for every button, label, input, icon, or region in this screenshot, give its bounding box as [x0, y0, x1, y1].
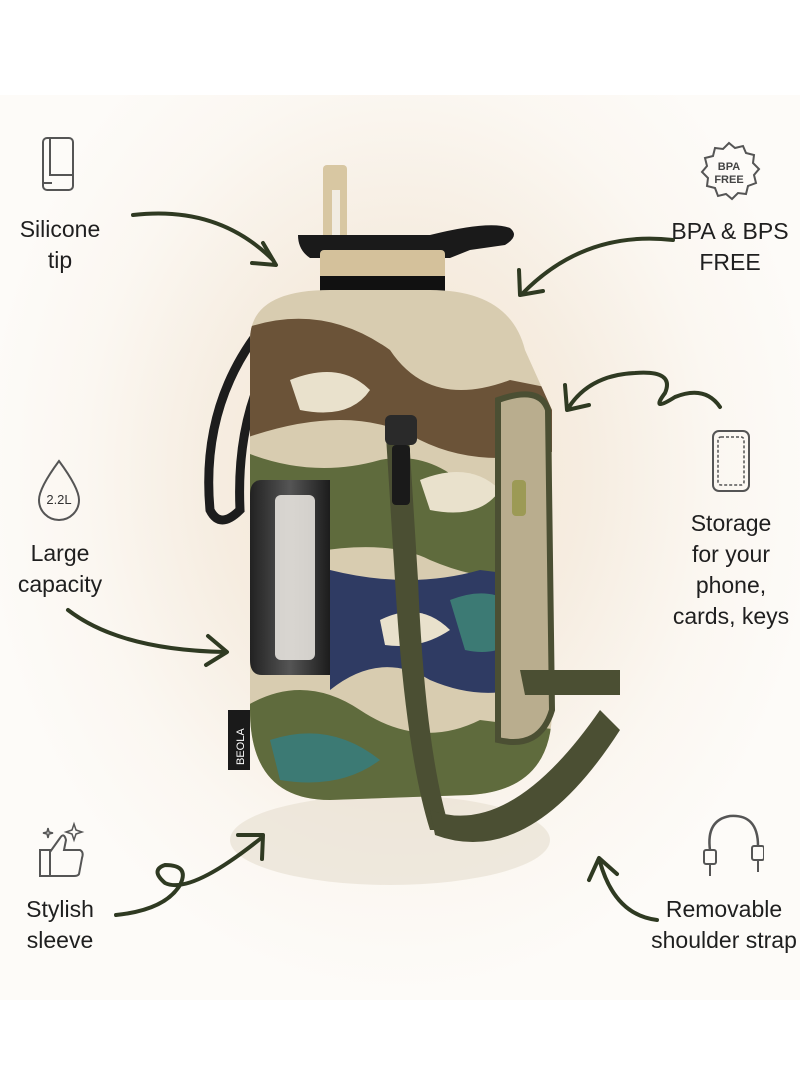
- silicone-tip-label: Silicone tip: [19, 216, 101, 273]
- removable-strap-label: Removable shoulder strap: [651, 896, 797, 953]
- water-bottle-image: BEOLA: [204, 165, 620, 885]
- water-drop-icon: 2.2L: [37, 459, 81, 521]
- storage-label: Storage for your phone, cards, keys: [672, 510, 790, 629]
- bpa-free-label: BPA & BPS FREE: [671, 218, 789, 275]
- thumbs-up-icon: [39, 821, 85, 877]
- silicone-tip-icon: [42, 137, 74, 191]
- stylish-sleeve-label: Stylish sleeve: [26, 896, 94, 953]
- brand-tag-text: BEOLA: [235, 728, 247, 765]
- bpa-free-badge-icon: BPA FREE: [700, 141, 761, 201]
- arrow-icon: [114, 833, 265, 917]
- pouch-icon: [712, 430, 750, 492]
- arrow-icon: [66, 608, 229, 667]
- arrow-icon: [131, 211, 278, 267]
- large-capacity-label: Large capacity: [17, 540, 103, 597]
- svg-text:2.2L: 2.2L: [46, 492, 71, 507]
- arrow-icon: [587, 856, 659, 922]
- shoulder-strap-icon: [703, 814, 764, 876]
- arrow-icon: [563, 370, 722, 412]
- arrow-icon: [517, 236, 675, 297]
- svg-text:BPA: BPA: [718, 161, 740, 173]
- svg-text:FREE: FREE: [714, 174, 743, 186]
